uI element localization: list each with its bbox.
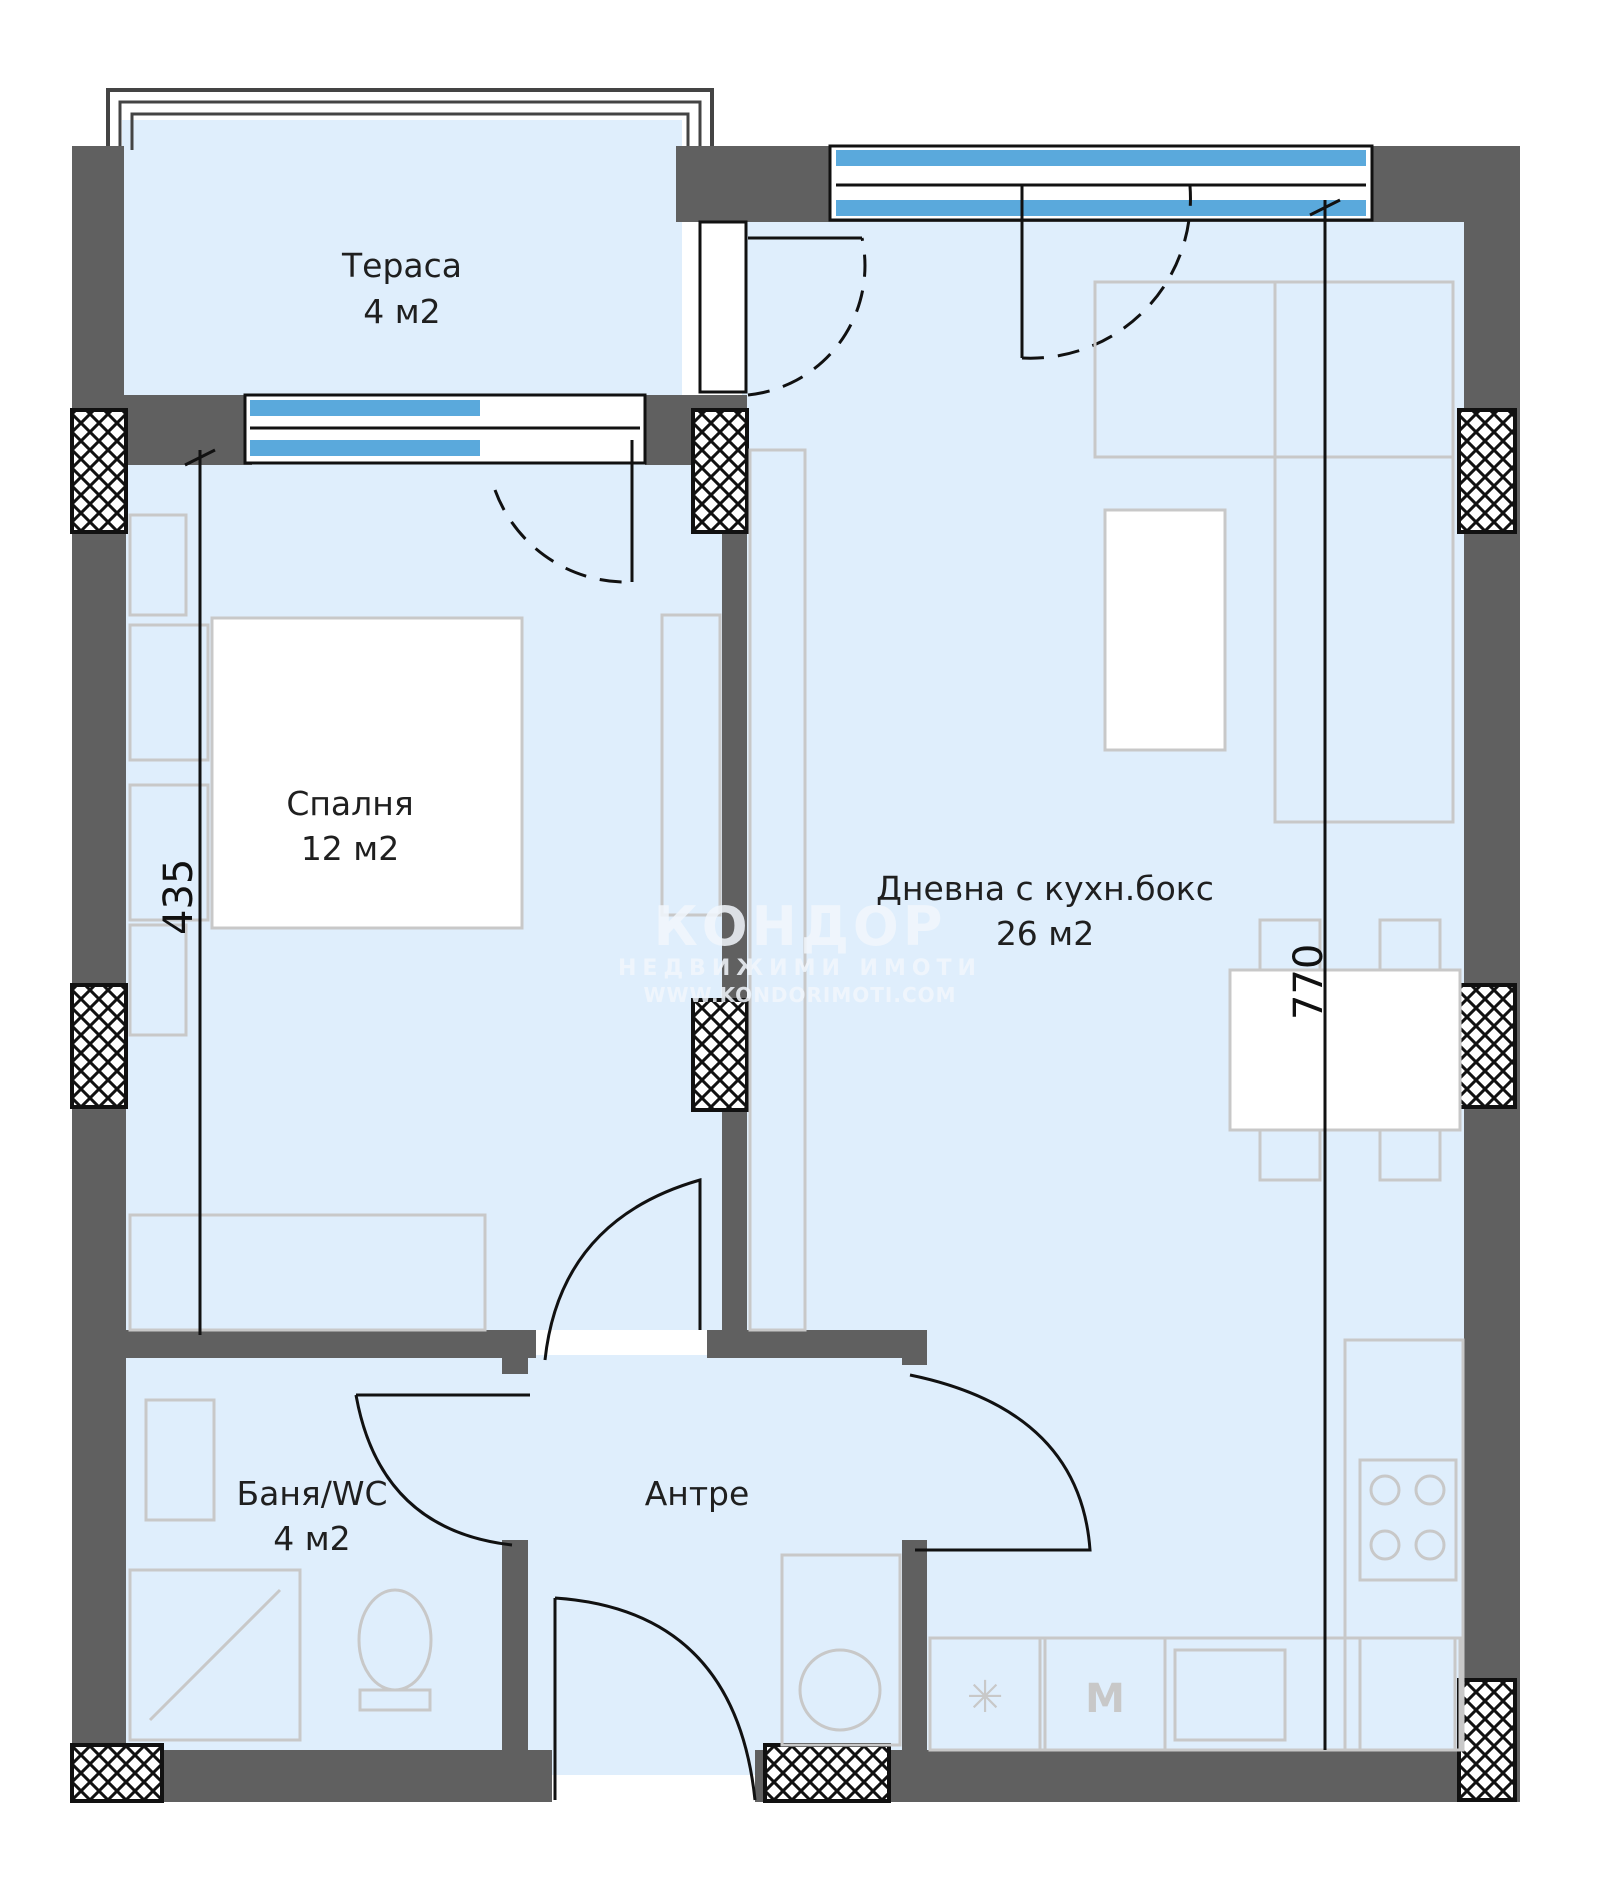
wall-bath-right	[502, 1540, 528, 1780]
dim-label-bedroom: 435	[156, 859, 202, 935]
window-pane	[250, 400, 480, 416]
bed	[210, 616, 524, 930]
dishwasher	[1358, 1636, 1457, 1752]
burner	[1414, 1474, 1446, 1506]
shower	[128, 1568, 302, 1742]
column	[691, 998, 749, 1112]
door-swing-terrace	[747, 237, 867, 397]
column	[1457, 1678, 1517, 1802]
column	[1457, 408, 1517, 534]
wardrobe	[128, 1213, 487, 1332]
hall-name: Антре	[645, 1474, 750, 1513]
burner	[1369, 1474, 1401, 1506]
watermark-brand: КОНДОР	[654, 895, 947, 958]
hall-floor	[526, 1355, 926, 1775]
burner	[1369, 1529, 1401, 1561]
kitchen-sink	[1173, 1648, 1287, 1742]
wall-hall-right	[902, 1330, 927, 1365]
door-swing-living-window	[1021, 185, 1192, 360]
terrace-door-frame	[698, 220, 748, 394]
door-swing-bedroom-window	[493, 489, 633, 584]
bedroom-desk	[660, 613, 722, 917]
wall-partition-bedroom-living	[722, 465, 747, 1345]
room-labels: Тераса 4 м2 Спалня 12 м2 Дневна с кухн.б…	[236, 246, 1213, 1558]
bath-name: Баня/WC	[236, 1474, 387, 1513]
column	[1457, 983, 1517, 1109]
dining-table	[1228, 968, 1462, 1132]
column	[70, 983, 128, 1109]
wall-hall-right-lower	[902, 1540, 927, 1780]
wall-right	[1464, 146, 1520, 1790]
windows	[243, 144, 1374, 465]
watermark-url: WWW.KONDORIMOTI.COM	[643, 983, 956, 1007]
dim-label-living: 770	[1286, 944, 1332, 1020]
terrace-area: 4 м2	[363, 292, 440, 331]
washing-machine	[780, 1553, 902, 1747]
door-swing-living	[909, 1373, 1092, 1552]
column	[763, 1743, 891, 1803]
coffee-table	[1103, 508, 1227, 752]
bath-floor	[126, 1355, 526, 1755]
wall-top-door-jamb	[676, 146, 754, 222]
column	[70, 1743, 164, 1803]
door-swing-entrance	[553, 1596, 757, 1801]
living-name: Дневна с кухн.бокс	[876, 869, 1214, 908]
terrace-name: Тераса	[341, 246, 462, 285]
bedroom-shelf	[128, 513, 188, 617]
fridge	[928, 1636, 1042, 1752]
bath-area: 4 м2	[273, 1519, 350, 1558]
window-pane	[250, 440, 480, 456]
window-pane	[836, 150, 1366, 166]
dining-chair	[1378, 1128, 1442, 1182]
sofa-chaise	[1273, 280, 1455, 824]
microwave	[1043, 1636, 1167, 1752]
washing-machine-drum	[798, 1648, 882, 1732]
dim-tick	[1309, 198, 1341, 217]
nightstand	[128, 783, 210, 922]
dining-chair	[1258, 918, 1322, 972]
terrace-railing	[106, 88, 714, 150]
living-cabinet	[748, 448, 807, 1332]
watermark-subtitle: НЕДВИЖИМИ ИМОТИ	[618, 956, 982, 981]
bath-sink	[144, 1398, 216, 1522]
door-swing-bedroom	[543, 1178, 702, 1361]
toilet-tank	[358, 1688, 432, 1712]
bedroom-area: 12 м2	[301, 829, 399, 868]
dining-chair	[1258, 1128, 1322, 1182]
door-swings	[354, 185, 1192, 1801]
column	[691, 408, 749, 534]
bedroom-name: Спалня	[286, 784, 413, 823]
wall-bedroom-bottom-right	[707, 1330, 927, 1358]
dim-tick	[184, 448, 216, 467]
watermark: КОНДОР НЕДВИЖИМИ ИМОТИ WWW.KONDORIMOTI.C…	[618, 895, 982, 1007]
column	[70, 408, 128, 534]
stove	[1358, 1458, 1458, 1582]
dimensions: 435 770	[156, 198, 1341, 1750]
wall-terrace-left	[72, 146, 124, 414]
dining-chair	[1378, 918, 1442, 972]
door-swing-bath	[354, 1393, 530, 1547]
bedroom-shelf	[128, 923, 188, 1037]
terrace-floor	[122, 120, 682, 395]
burner	[1414, 1529, 1446, 1561]
window-pane	[836, 200, 1366, 216]
living-area: 26 м2	[996, 914, 1094, 953]
microwave-label: M	[1085, 1676, 1125, 1722]
nightstand	[128, 623, 210, 762]
wall-bedroom-bottom-left	[126, 1330, 536, 1358]
fridge-icon: ✳	[967, 1672, 1004, 1723]
wall-bath-right-top	[502, 1358, 528, 1374]
furniture: ✳ M	[128, 280, 1465, 1752]
